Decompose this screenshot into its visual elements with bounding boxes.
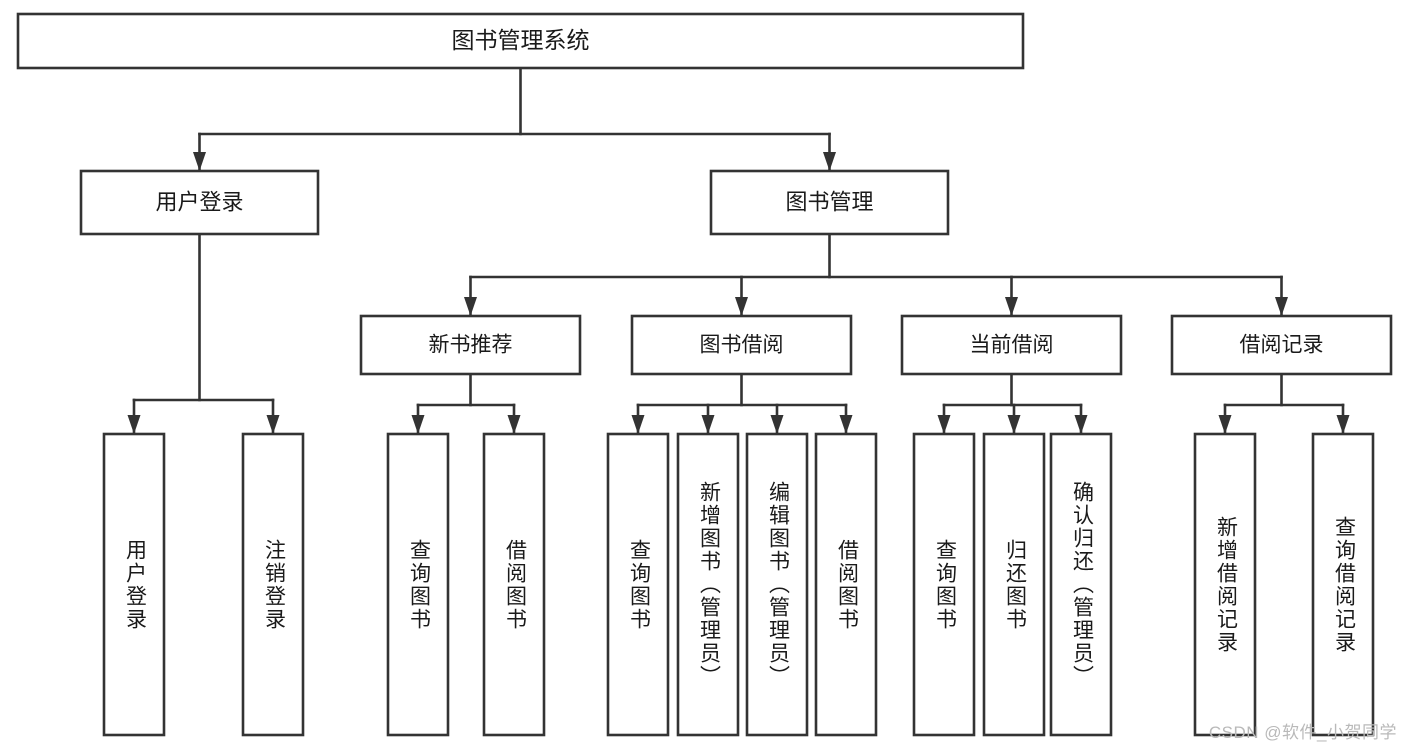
arrow-head-icon (839, 415, 853, 434)
node-box-leaf-edit-book[interactable] (745, 432, 809, 737)
arrow-head-icon (823, 152, 836, 171)
node-box-current-borrow[interactable] (900, 314, 1123, 376)
node-box-leaf-query-book[interactable] (606, 432, 670, 737)
node-box-leaf-borrow-book-new[interactable] (482, 432, 546, 737)
node-box-leaf-query-book-cur[interactable] (912, 432, 976, 737)
arrow-head-icon (735, 297, 748, 316)
arrow-head-icon (1218, 415, 1232, 434)
node-box-root[interactable] (16, 12, 1025, 70)
node-label-new-book-recommend: 新书推荐 (429, 334, 513, 357)
arrow-head-icon (411, 415, 425, 434)
node-box-new-book-recommend[interactable] (359, 314, 582, 376)
node-box-user-login[interactable] (79, 169, 320, 236)
node-label-current-borrow: 当前借阅 (970, 334, 1054, 357)
node-label-root: 图书管理系统 (452, 27, 590, 53)
arrow-head-icon (1007, 415, 1021, 434)
node-box-leaf-confirm-return[interactable] (1049, 432, 1113, 737)
arrow-head-icon (507, 415, 521, 434)
node-box-leaf-user-login[interactable] (102, 432, 166, 737)
arrow-head-icon (701, 415, 715, 434)
node-label-user-login: 用户登录 (155, 189, 243, 214)
boxes-layer (16, 12, 1393, 737)
arrow-head-icon (127, 415, 141, 434)
node-label-borrow-records: 借阅记录 (1240, 334, 1324, 357)
node-box-book-borrow[interactable] (630, 314, 853, 376)
arrow-head-icon (266, 415, 280, 434)
arrow-head-icon (1275, 297, 1288, 316)
node-label-book-borrow: 图书借阅 (700, 334, 784, 357)
node-box-leaf-query-record[interactable] (1311, 432, 1375, 737)
node-label-book-management: 图书管理 (785, 189, 873, 214)
node-box-leaf-query-book-new[interactable] (386, 432, 450, 737)
edges-layer (127, 66, 1350, 436)
node-box-leaf-borrow-book[interactable] (814, 432, 878, 737)
arrow-head-icon (937, 415, 951, 434)
arrow-head-icon (193, 152, 206, 171)
arrow-head-icon (1336, 415, 1350, 434)
node-box-book-management[interactable] (709, 169, 950, 236)
watermark-text: CSDN @软件_小贺同学 (1208, 723, 1397, 742)
arrow-head-icon (1005, 297, 1018, 316)
arrow-head-icon (770, 415, 784, 434)
node-box-leaf-user-logout[interactable] (241, 432, 305, 737)
arrow-head-icon (631, 415, 645, 434)
node-box-leaf-return-book[interactable] (982, 432, 1046, 737)
arrow-head-icon (464, 297, 477, 316)
node-box-leaf-add-book[interactable] (676, 432, 740, 737)
node-box-borrow-records[interactable] (1170, 314, 1393, 376)
arrow-head-icon (1074, 415, 1088, 434)
node-box-leaf-add-record[interactable] (1193, 432, 1257, 737)
